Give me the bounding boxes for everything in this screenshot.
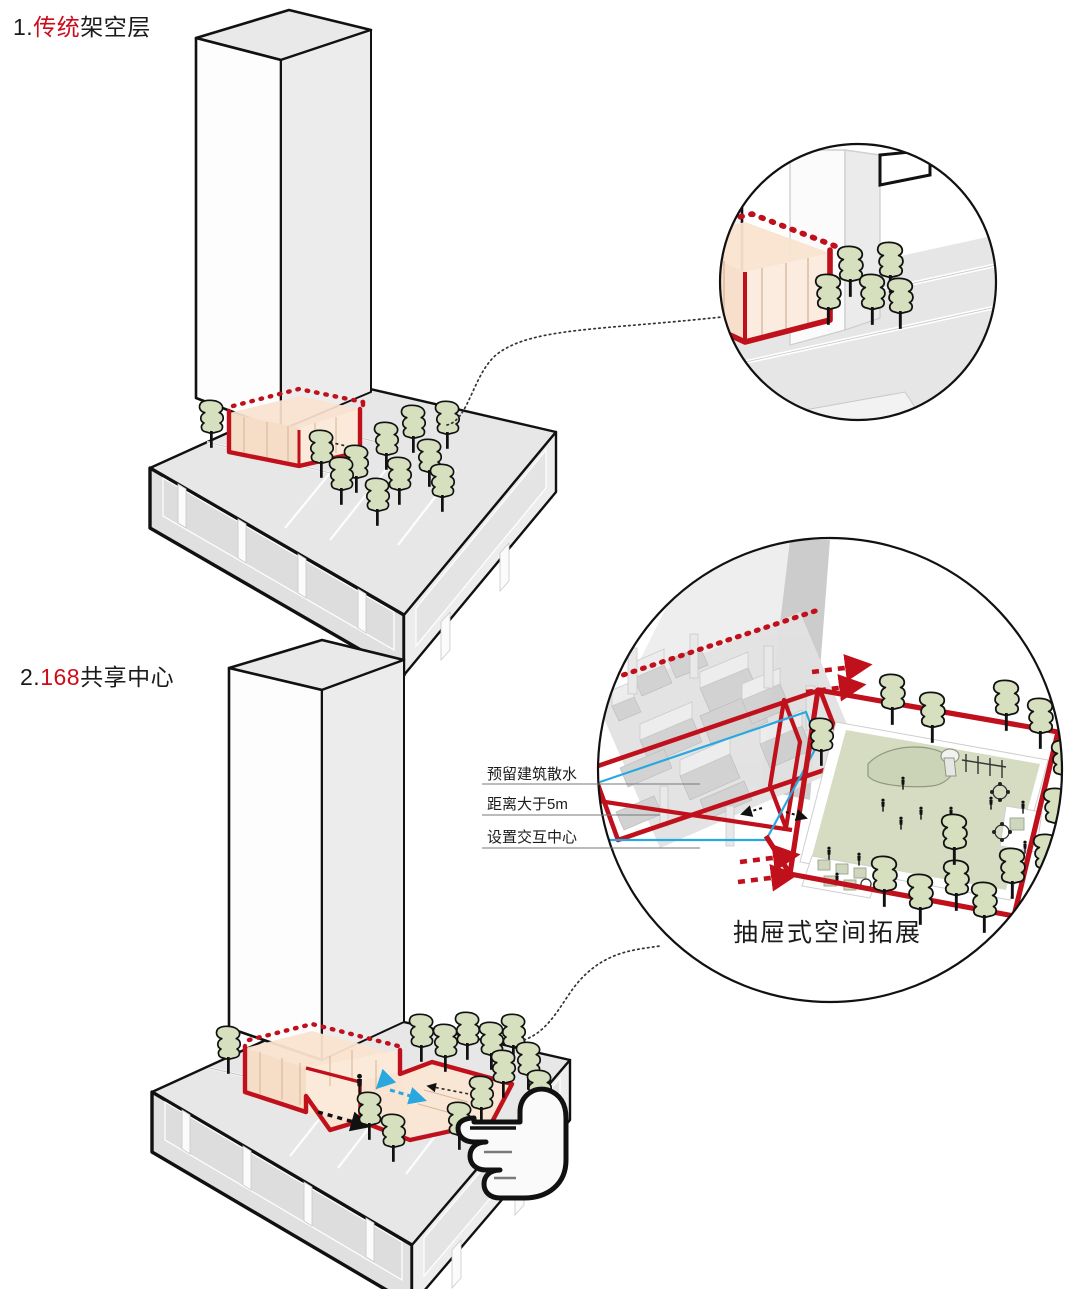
- people-group-upper: [688, 293, 712, 315]
- podium-columns-2: [181, 1109, 375, 1263]
- hand-cursor-icon: [455, 1086, 569, 1201]
- section-1-accent: 传统: [33, 14, 81, 40]
- section-1-title: 1.传统架空层: [13, 8, 151, 42]
- diagram-1-traditional-stilt-floor: [148, 8, 723, 677]
- tower-1: [194, 8, 373, 432]
- annotation-label-distance: 距离大于5m: [487, 796, 568, 813]
- detail-circle-caption: 抽屉式空间拓展: [733, 919, 923, 947]
- section-2-rest: 共享中心: [80, 664, 175, 690]
- detail-circle-upper: [688, 142, 998, 422]
- section-1-index: 1.: [13, 14, 34, 40]
- annotation-label-setback: 预留建筑散水: [487, 766, 578, 783]
- callout-connector-1: [446, 316, 723, 426]
- callout-connector-2: [523, 945, 661, 1041]
- annotation-label-interaction-center: 设置交互中心: [487, 829, 578, 846]
- section-1-rest: 架空层: [80, 14, 151, 40]
- diagram-2-shared-center: [150, 638, 661, 1289]
- annotation-leader-lines: [482, 783, 700, 849]
- section-2-index: 2.: [20, 664, 41, 690]
- expansion-arrows: [737, 654, 873, 892]
- tower-2: [227, 638, 406, 1062]
- podium-columns-1: [177, 483, 367, 634]
- section-2-title: 2.168共享中心: [20, 658, 174, 692]
- section-2-accent: 168: [40, 664, 81, 690]
